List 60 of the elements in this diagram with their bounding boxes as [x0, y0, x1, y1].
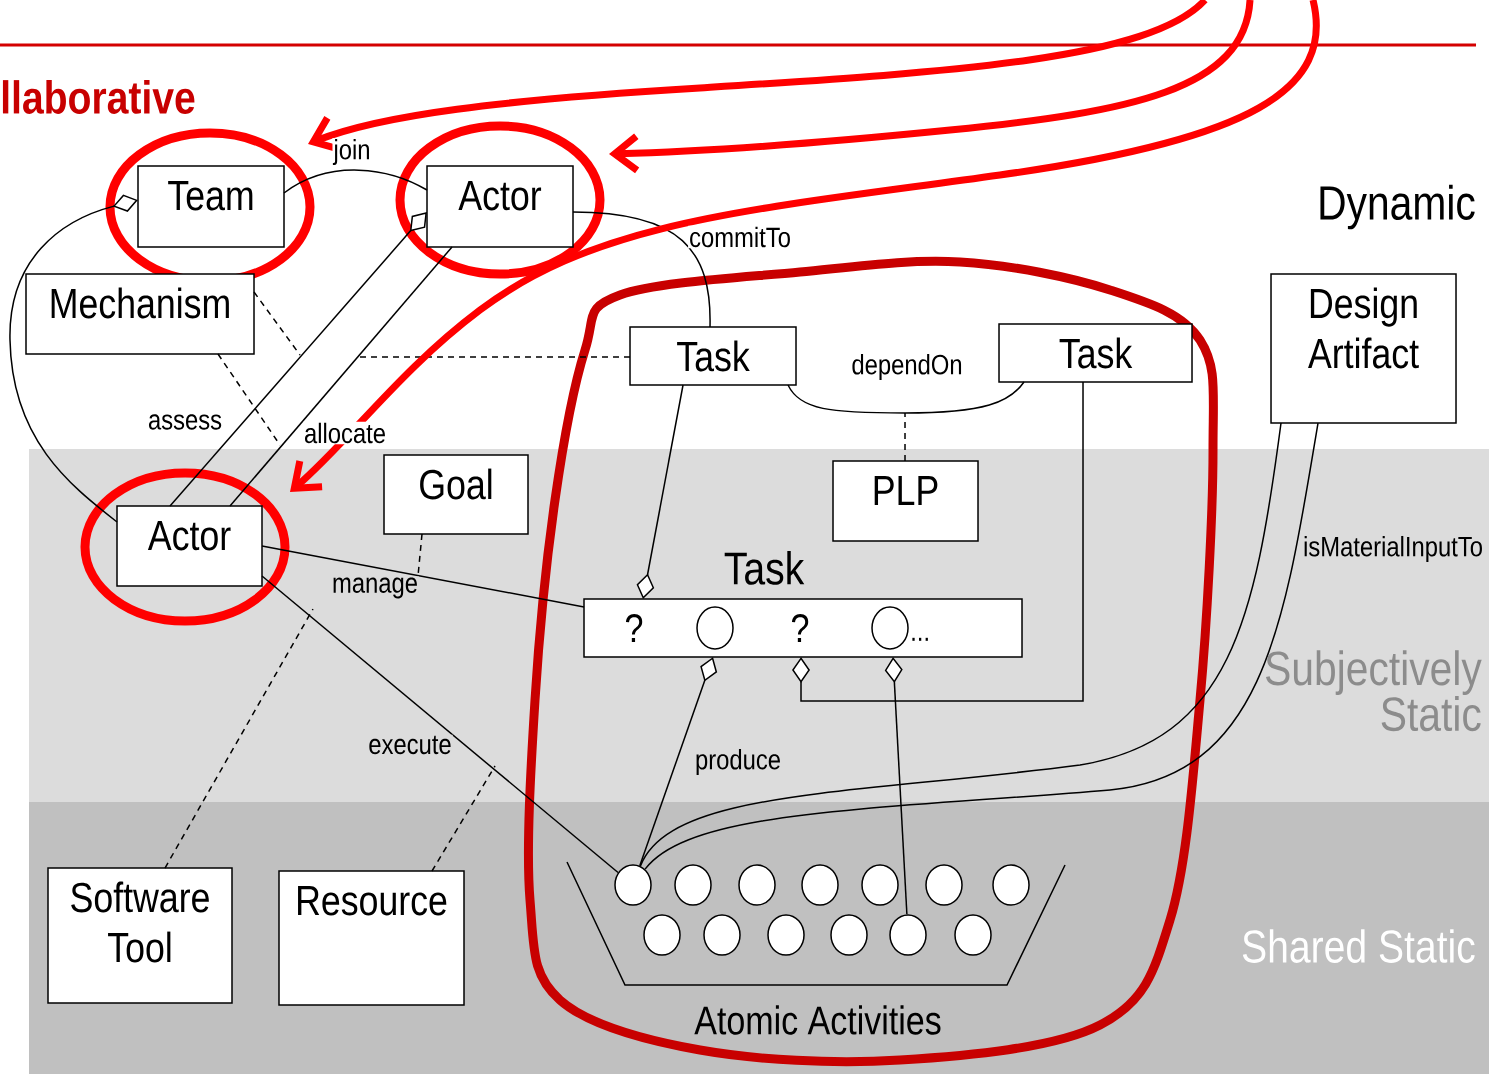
activity-circle: [674, 864, 712, 906]
activity-circle: [643, 914, 681, 956]
edge-label: commitTo: [688, 225, 792, 249]
question-mark: ?: [625, 614, 643, 642]
layer-label: Dynamic: [1320, 184, 1475, 230]
connector-line: [261, 575, 619, 874]
dashed-line: [253, 291, 301, 356]
annotation-arrow: [609, 0, 1254, 174]
edge-label: isMaterialInputTo: [1302, 534, 1484, 564]
connector-line: [792, 381, 1084, 702]
class-box: Task: [629, 326, 797, 386]
activity-circle: [767, 914, 805, 956]
connector-line: [636, 384, 684, 599]
connector-line: [787, 381, 1025, 414]
class-box: PLP: [832, 460, 979, 542]
dashed-line: [431, 765, 496, 872]
edge-label: produce: [694, 747, 782, 777]
connector-line: [639, 657, 718, 867]
layer-label: Shared Static: [1242, 929, 1475, 963]
connector-line: [9, 194, 138, 523]
activity-circle: [703, 914, 741, 956]
edge-label: dependOn: [850, 352, 964, 382]
edge-label: manage: [331, 576, 419, 600]
activity-circle: [954, 914, 992, 956]
edge-label: assess: [146, 413, 224, 431]
class-box: Goal: [383, 454, 529, 535]
activity-circle: [830, 914, 868, 956]
activity-circle: [861, 864, 899, 906]
class-box: Mechanism: [25, 273, 255, 355]
class-box: Actor: [426, 165, 574, 248]
dashed-line: [164, 608, 314, 869]
activity-circle: [992, 864, 1030, 906]
layer-label: Subjectively Static: [1265, 650, 1482, 732]
annotation-arrow: [290, 0, 1320, 492]
connector-line: [169, 212, 427, 507]
connector-line: [884, 657, 908, 916]
class-box: Software Tool: [47, 867, 233, 1004]
dashed-line: [904, 412, 906, 462]
box-heading: Task: [724, 551, 805, 585]
ellipsis: ...: [912, 637, 928, 641]
activity-circle: [889, 914, 927, 956]
connector-line: [283, 169, 428, 194]
edge-label: allocate: [303, 421, 387, 445]
activity-tray: Atomic Activities: [566, 861, 1066, 1035]
section-heading: llaborative: [2, 80, 195, 114]
class-box: Resource: [278, 870, 465, 1006]
connector-line: [261, 545, 585, 608]
class-box: Team: [137, 165, 285, 248]
activity-circle: [801, 864, 839, 906]
class-box: Design Artifact: [1270, 273, 1457, 424]
annotation-arrow: [308, 0, 1208, 153]
question-mark: ?: [791, 614, 809, 642]
edge-label: execute: [367, 734, 453, 756]
edge-label: join: [332, 137, 372, 167]
activity-circle: [614, 864, 652, 906]
activity-circle: [738, 864, 776, 906]
class-box: Actor: [116, 505, 263, 587]
activity-circle: [925, 864, 963, 906]
class-box: Task: [998, 323, 1193, 383]
connector-line: [572, 211, 711, 328]
